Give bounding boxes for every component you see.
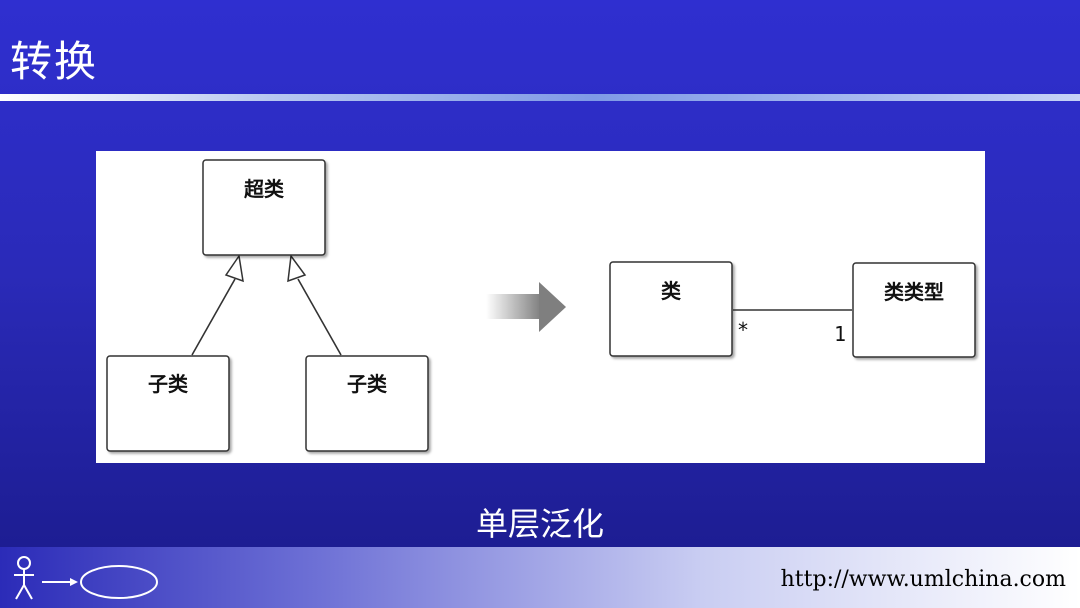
class-box: 类 [609,261,733,357]
diagram-canvas: 超类 子类 子类 类 * 1 类类型 [106,159,976,452]
title-divider [0,94,1080,101]
multiplicity-type-end: 1 [834,322,846,346]
class-type-box: 类类型 [852,262,976,358]
footer-url-link[interactable]: http://www.umlchina.com [780,567,1066,592]
superclass-label: 超类 [243,177,284,201]
multiplicity-class-end: * [737,318,749,342]
slide-title: 转换 [10,37,99,86]
generalization-arrowhead-right [287,254,307,283]
subclass-label-right: 子类 [347,372,387,396]
class-label: 类 [661,279,681,303]
generalization-line-right [297,278,342,356]
generalization-line-left [191,278,236,356]
generalization-arrowhead-left [224,254,244,283]
diagram-panel: 超类 子类 子类 类 * 1 类类型 [96,151,985,463]
use-case-logo-icon [14,556,158,600]
superclass-box: 超类 [202,159,326,256]
slide-caption: 单层泛化 [475,505,604,543]
class-type-label: 类类型 [884,280,944,304]
footer-bar: http://www.umlchina.com [0,547,1080,608]
subclass-box-right: 子类 [305,355,429,452]
subclass-box-left: 子类 [106,355,230,452]
subclass-label-left: 子类 [148,372,188,396]
transform-arrow-icon [486,282,566,332]
